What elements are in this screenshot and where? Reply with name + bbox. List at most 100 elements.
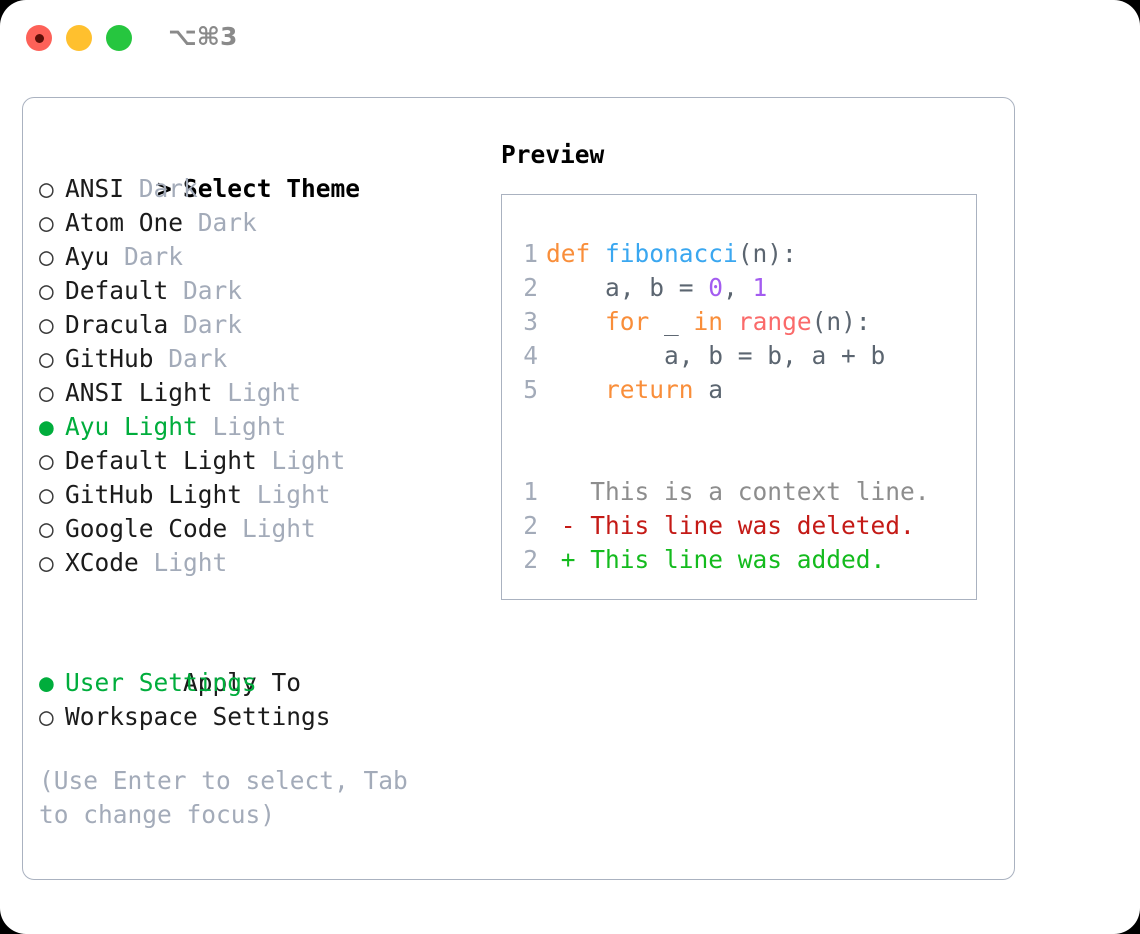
theme-picker-card: >Select Theme ○ANSI Dark○Atom One Dark○A… — [22, 97, 1015, 880]
radio-selected-icon: ● — [39, 668, 54, 697]
radio-unselected-icon: ○ — [39, 514, 54, 543]
theme-option-atom-one[interactable]: ○Atom One Dark — [39, 206, 469, 240]
apply-to-option-user-settings[interactable]: ● User Settings — [39, 666, 469, 700]
code-token: return — [605, 375, 694, 404]
code-token: (n): — [811, 307, 871, 336]
theme-option-ayu[interactable]: ○ Ayu Dark — [39, 240, 469, 274]
theme-option-ayu-light[interactable]: ● Ayu Light Light — [39, 410, 469, 444]
diff-line-text: This line was added. — [590, 545, 886, 574]
radio-selected-icon: ● — [39, 412, 54, 441]
code-line-number: 2 — [523, 273, 538, 302]
diff-line-sign — [546, 477, 590, 506]
theme-option-ansi-light[interactable]: ○ ANSI Light Light — [39, 376, 469, 410]
theme-option-variant: Light — [212, 378, 302, 407]
code-token: 0 — [708, 273, 724, 302]
keyboard-shortcut-label: ⌥⌘3 — [168, 22, 238, 51]
theme-option-label: Google Code — [65, 514, 228, 543]
code-token: a, b = b, a + b — [546, 341, 886, 370]
code-token: range — [737, 307, 812, 336]
theme-option-label: Default — [65, 276, 169, 305]
diff-line-text: This line was deleted. — [590, 511, 915, 540]
code-line-number: 1 — [523, 239, 538, 268]
diff-line-sign: + — [546, 545, 591, 574]
radio-unselected-icon: ○ — [39, 174, 54, 203]
theme-list-panel: >Select Theme ○ANSI Dark○Atom One Dark○A… — [39, 138, 469, 832]
code-token: 1 — [752, 273, 768, 302]
theme-option-xcode[interactable]: ○ XCode Light — [39, 546, 469, 580]
theme-option-ansi[interactable]: ○ANSI Dark — [39, 172, 469, 206]
title-bar: ⌥⌘3 — [0, 0, 1140, 80]
diff-line-text: This is a context line. — [590, 477, 930, 506]
theme-option-variant: Dark — [168, 276, 243, 305]
theme-option-label: Dracula — [65, 310, 169, 339]
code-token: (n): — [737, 239, 797, 268]
select-theme-heading-label: Select Theme — [183, 174, 361, 203]
code-line: 4 a, b = b, a + b — [502, 339, 976, 373]
theme-option-label: Ayu — [65, 242, 110, 271]
theme-option-github[interactable]: ○GitHub Dark — [39, 342, 469, 376]
diff-line-number: 1 — [523, 477, 538, 506]
code-token: in — [693, 307, 724, 336]
radio-unselected-icon: ○ — [39, 702, 54, 731]
theme-option-label: Atom One — [65, 208, 184, 237]
maximize-button-icon[interactable] — [106, 25, 132, 51]
theme-option-github-light[interactable]: ○GitHub Light Light — [39, 478, 469, 512]
apply-to-option-workspace-settings[interactable]: ○Workspace Settings — [39, 700, 469, 734]
traffic-lights — [26, 25, 132, 51]
apply-to-option-label: User Settings — [65, 668, 257, 697]
code-line-number: 5 — [523, 375, 538, 404]
theme-option-variant: Light — [227, 514, 316, 543]
diff-sample: 1 This is a context line. 2 - This line w… — [502, 475, 976, 577]
diff-line-number: 2 — [523, 511, 538, 540]
code-token: _ — [649, 307, 694, 336]
code-token: fibonacci — [605, 239, 738, 268]
theme-option-variant: Dark — [168, 310, 243, 339]
theme-option-google-code[interactable]: ○ Google Code Light — [39, 512, 469, 546]
theme-option-label: ANSI — [65, 174, 125, 203]
code-token: for — [605, 307, 650, 336]
radio-unselected-icon: ○ — [39, 310, 54, 339]
code-token — [723, 307, 738, 336]
radio-unselected-icon: ○ — [39, 446, 54, 475]
theme-option-variant: Light — [138, 548, 228, 577]
apply-to-heading-label: Apply To — [183, 668, 302, 697]
radio-unselected-icon: ○ — [39, 548, 54, 577]
code-line: 2 a, b = 0, 1 — [502, 271, 976, 305]
theme-option-default[interactable]: ○Default Dark — [39, 274, 469, 308]
code-line-number: 3 — [523, 307, 538, 336]
section-spacer — [39, 580, 469, 632]
minimize-button-icon[interactable] — [66, 25, 92, 51]
preview-title: Preview — [501, 140, 605, 169]
code-token: , — [723, 273, 753, 302]
theme-option-label: GitHub Light — [65, 480, 243, 509]
code-line: 5 return a — [502, 373, 976, 407]
code-line-number: 4 — [523, 341, 538, 370]
theme-option-label: ANSI Light — [65, 378, 213, 407]
apply-to-options-list: ● User Settings ○Workspace Settings — [39, 666, 469, 734]
theme-option-default-light[interactable]: ○Default Light Light — [39, 444, 469, 478]
radio-unselected-icon: ○ — [39, 344, 54, 373]
apply-to-heading: Apply To — [39, 632, 469, 697]
diff-line: 2 - This line was deleted. — [502, 509, 976, 543]
code-diff-spacer-2 — [502, 441, 976, 475]
close-button-icon[interactable] — [26, 25, 52, 51]
theme-option-variant: Light — [197, 412, 287, 441]
keyboard-hint-text: (Use Enter to select, Tab to change focu… — [39, 766, 423, 829]
select-theme-heading: >Select Theme — [39, 138, 469, 203]
code-token — [546, 375, 605, 404]
theme-option-label: XCode — [65, 548, 139, 577]
code-token: a — [693, 375, 724, 404]
code-token: a, b = — [546, 273, 709, 302]
code-diff-spacer — [502, 407, 976, 441]
theme-option-variant: Dark — [109, 242, 184, 271]
theme-option-dracula[interactable]: ○ Dracula Dark — [39, 308, 469, 342]
radio-unselected-icon: ○ — [39, 242, 54, 271]
radio-unselected-icon: ○ — [39, 378, 54, 407]
theme-option-variant: Light — [256, 446, 346, 475]
theme-option-label: Ayu Light — [65, 412, 198, 441]
theme-option-label: GitHub — [65, 344, 154, 373]
